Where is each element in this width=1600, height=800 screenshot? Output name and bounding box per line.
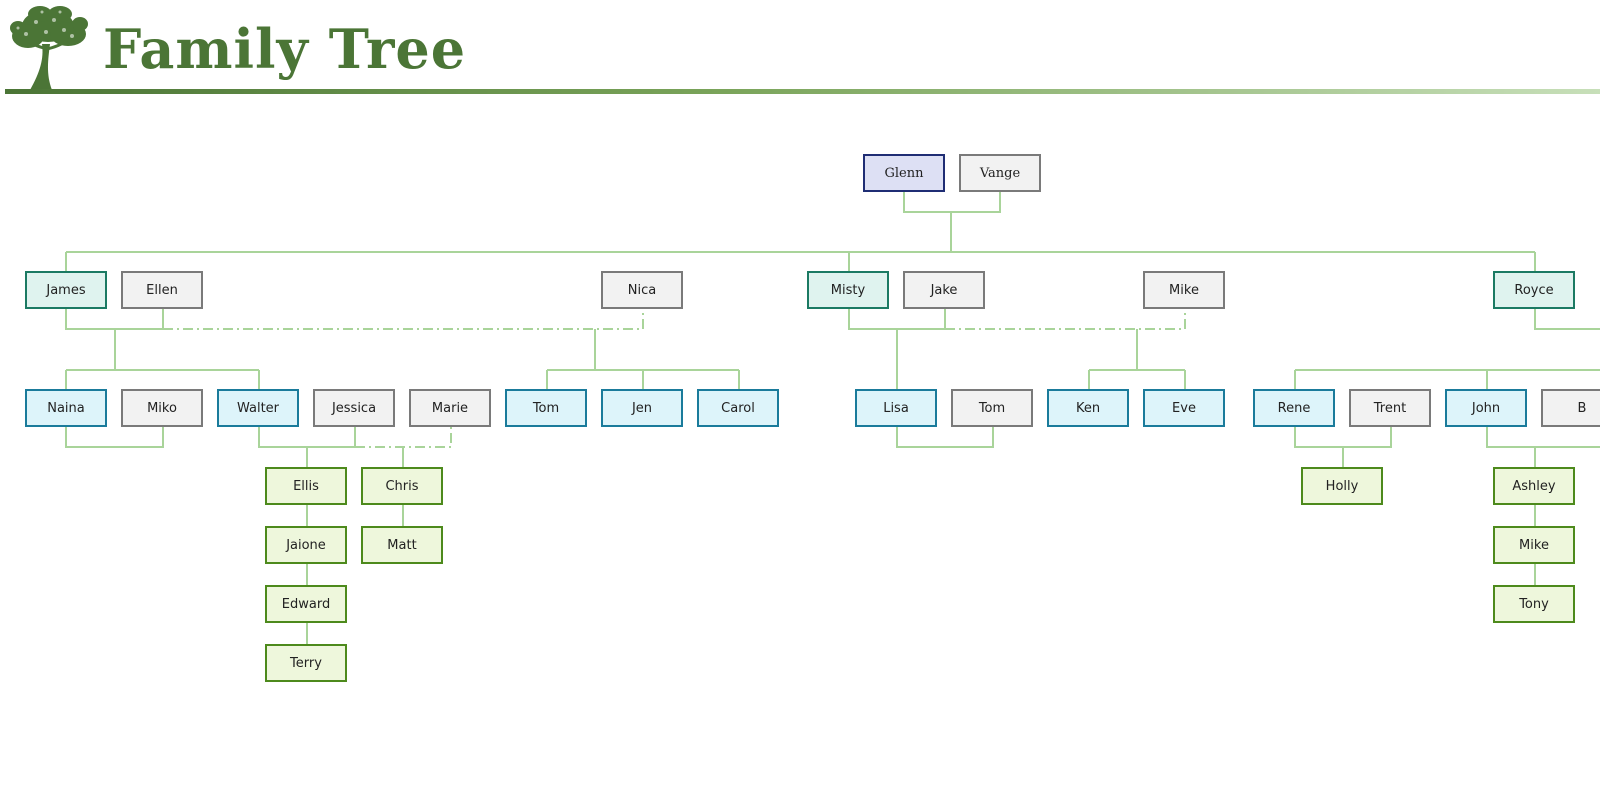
person-node-vange[interactable]: Vange [959,154,1041,192]
family-connector [1486,427,1600,448]
person-node-b[interactable]: B [1541,389,1600,427]
person-node-naina[interactable]: Naina [25,389,107,427]
person-node-ashley[interactable]: Ashley [1493,467,1575,505]
person-node-tom2[interactable]: Tom [951,389,1033,427]
header-divider [5,89,1600,94]
person-node-ellis[interactable]: Ellis [265,467,347,505]
tree-logo-icon [10,6,88,90]
person-node-miko[interactable]: Miko [121,389,203,427]
person-node-edward[interactable]: Edward [265,585,347,623]
person-node-lisa[interactable]: Lisa [855,389,937,427]
person-node-royce[interactable]: Royce [1493,271,1575,309]
person-node-jake[interactable]: Jake [903,271,985,309]
person-node-jaione[interactable]: Jaione [265,526,347,564]
person-node-terry[interactable]: Terry [265,644,347,682]
former-partner-connector [945,309,1186,330]
person-node-ken[interactable]: Ken [1047,389,1129,427]
family-connector [65,309,164,330]
family-connector [1534,309,1600,330]
family-connector [848,309,946,330]
person-node-holly[interactable]: Holly [1301,467,1383,505]
person-node-rene[interactable]: Rene [1253,389,1335,427]
person-node-carol[interactable]: Carol [697,389,779,427]
person-node-mike1[interactable]: Mike [1143,271,1225,309]
header: Family Tree [0,0,1600,100]
person-node-nica[interactable]: Nica [601,271,683,309]
person-node-james[interactable]: James [25,271,107,309]
person-node-glenn[interactable]: Glenn [863,154,945,192]
person-node-trent[interactable]: Trent [1349,389,1431,427]
person-node-walter[interactable]: Walter [217,389,299,427]
person-node-jen[interactable]: Jen [601,389,683,427]
person-node-tom1[interactable]: Tom [505,389,587,427]
person-node-eve[interactable]: Eve [1143,389,1225,427]
person-node-matt[interactable]: Matt [361,526,443,564]
family-connector [258,427,356,448]
person-node-marie[interactable]: Marie [409,389,491,427]
person-node-jessica[interactable]: Jessica [313,389,395,427]
family-connector [65,427,164,448]
family-connector [1294,427,1392,448]
former-partner-connector [355,427,452,448]
person-node-mike2[interactable]: Mike [1493,526,1575,564]
family-connector [896,427,994,448]
person-node-tony[interactable]: Tony [1493,585,1575,623]
family-connector [903,192,1001,213]
person-node-john[interactable]: John [1445,389,1527,427]
former-partner-connector [163,309,644,330]
page-title: Family Tree [103,17,467,81]
person-node-chris[interactable]: Chris [361,467,443,505]
person-node-ellen[interactable]: Ellen [121,271,203,309]
person-node-misty[interactable]: Misty [807,271,889,309]
